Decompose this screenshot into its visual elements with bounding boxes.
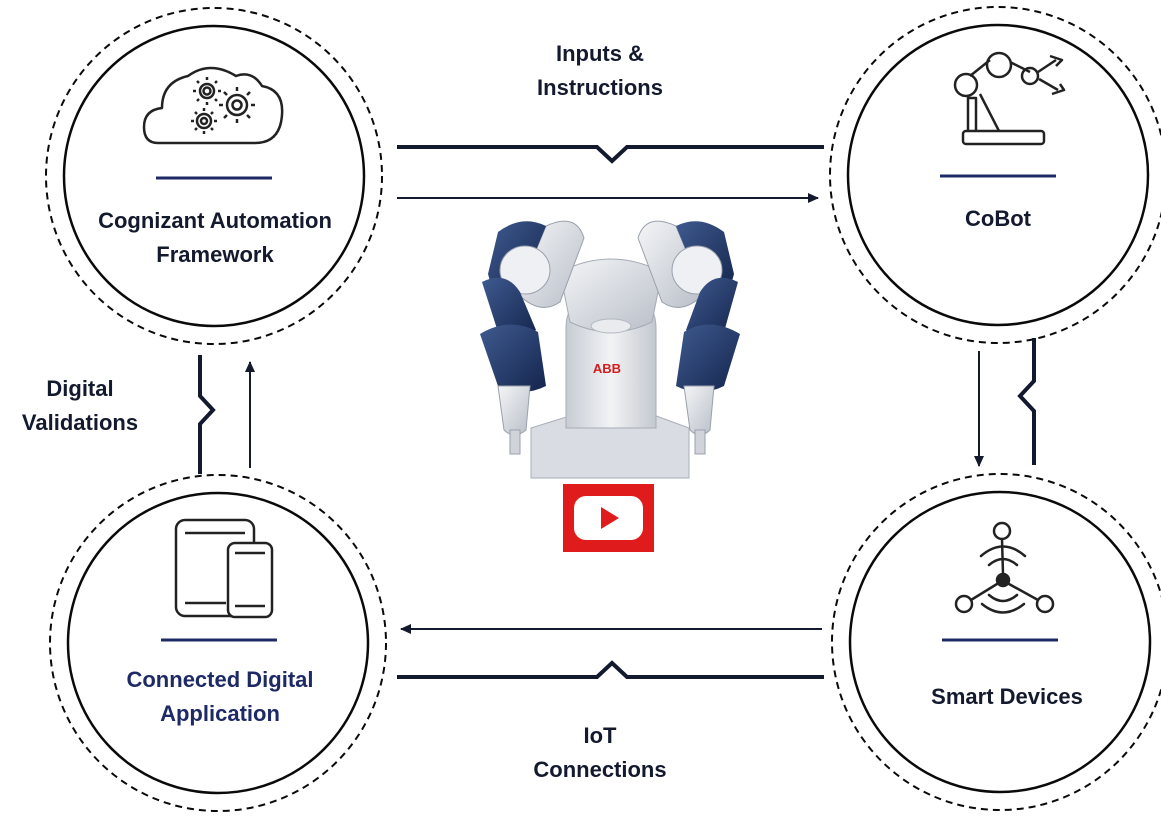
tablet-phone-icon	[174, 518, 274, 619]
edge-label-left: Digital Validations	[0, 372, 160, 440]
connector-top-zigzag	[397, 145, 824, 164]
devices-title: Smart Devices	[900, 680, 1114, 714]
iot-hub-icon	[954, 521, 1055, 614]
cobot-title-text: CoBot	[965, 206, 1031, 231]
robot-brand-text: ABB	[593, 361, 621, 376]
edge-label-bottom: IoT Connections	[500, 719, 700, 787]
connector-left-zigzag	[198, 355, 216, 474]
devices-circle	[848, 490, 1152, 794]
devices-title-text: Smart Devices	[931, 684, 1083, 709]
robotic-arm-icon	[953, 51, 1066, 146]
app-title-line2: Application	[160, 701, 280, 726]
edge-label-top-line2: Instructions	[537, 75, 663, 100]
edge-label-bottom-line2: Connections	[533, 757, 667, 782]
node-devices	[831, 473, 1161, 811]
cobot-title: CoBot	[908, 202, 1088, 236]
framework-title: Cognizant Automation Framework	[70, 204, 360, 272]
app-title: Connected Digital Application	[80, 663, 360, 731]
edge-label-left-line1: Digital	[46, 376, 114, 401]
youtube-play-icon[interactable]	[563, 484, 654, 552]
app-outer-dashed-ring	[49, 474, 387, 812]
connector-right-zigzag	[1017, 338, 1036, 465]
app-title-line1: Connected Digital	[126, 667, 314, 692]
cloud-gears-icon	[142, 66, 284, 145]
edge-label-top-line1: Inputs &	[556, 41, 644, 66]
framework-circle	[62, 24, 366, 328]
framework-title-line1: Cognizant Automation	[98, 208, 332, 233]
edge-label-left-line2: Validations	[21, 410, 139, 435]
framework-outer-dashed-ring	[45, 7, 383, 345]
app-circle	[66, 491, 370, 795]
node-cobot	[829, 6, 1161, 344]
dual-arm-robot-image: ABB	[480, 220, 740, 479]
edge-label-top: Inputs & Instructions	[500, 37, 700, 105]
connector-bottom-zigzag	[397, 660, 824, 679]
node-app	[49, 474, 387, 812]
edge-label-bottom-line1: IoT	[583, 723, 617, 748]
node-framework	[45, 7, 383, 345]
framework-title-line2: Framework	[156, 242, 274, 267]
